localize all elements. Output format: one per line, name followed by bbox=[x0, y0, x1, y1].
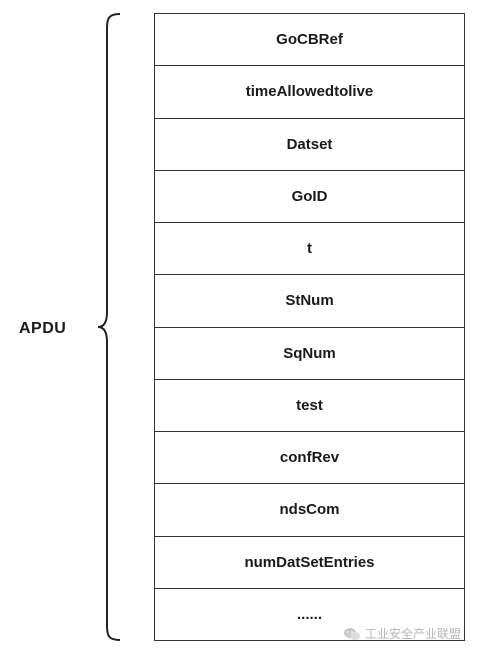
field-goid: GoID bbox=[155, 171, 464, 223]
apdu-field-stack: GoCBRef timeAllowedtolive Datset GoID t … bbox=[154, 13, 465, 641]
field-gocbref: GoCBRef bbox=[155, 14, 464, 67]
left-curly-brace bbox=[97, 13, 121, 641]
field-confrev: confRev bbox=[155, 432, 464, 485]
field-num-dat-set-entries: numDatSetEntries bbox=[155, 537, 464, 589]
wechat-icon bbox=[344, 628, 360, 640]
watermark: 工业安全产业联盟 bbox=[343, 627, 461, 641]
field-test: test bbox=[155, 380, 464, 432]
field-ellipsis: ...... bbox=[296, 605, 322, 623]
field-datset: Datset bbox=[155, 119, 464, 171]
watermark-text: 工业安全产业联盟 bbox=[365, 627, 462, 641]
field-stnum: StNum bbox=[155, 275, 464, 328]
field-ndscom: ndsCom bbox=[155, 484, 464, 537]
apdu-label: APDU bbox=[19, 320, 67, 337]
field-t: t bbox=[155, 223, 464, 276]
field-time-allowed-to-live: timeAllowedtolive bbox=[155, 66, 464, 119]
field-sqnum: SqNum bbox=[155, 328, 464, 380]
